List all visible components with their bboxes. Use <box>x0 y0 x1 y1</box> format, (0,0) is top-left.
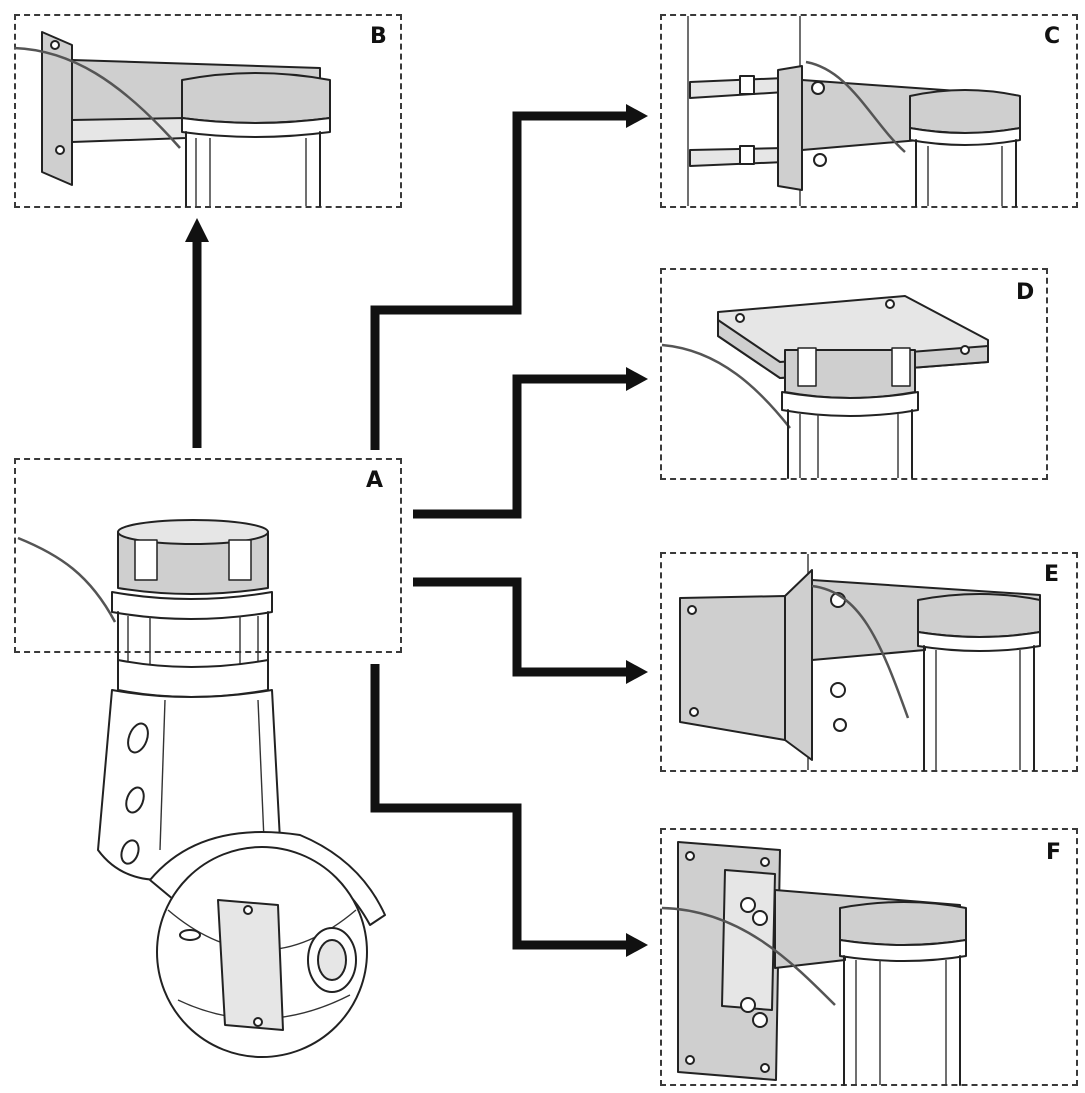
panel-e <box>660 552 1078 772</box>
panel-a <box>14 458 402 653</box>
arrow-to-b <box>185 218 209 448</box>
panel-c <box>660 14 1078 208</box>
pole-strap-bracket-drawing <box>687 16 1021 207</box>
plate-bracket-drawing <box>661 841 967 1086</box>
panel-label-a: A <box>366 468 384 493</box>
panel-d <box>660 268 1048 480</box>
arrow-to-d <box>413 367 648 519</box>
panel-label-d: D <box>1016 280 1035 305</box>
wall-bracket-drawing <box>13 31 331 207</box>
panel-label-b: B <box>370 24 387 49</box>
panel-f <box>660 828 1078 1086</box>
corner-bracket-drawing <box>679 554 1041 771</box>
panel-b <box>14 14 402 208</box>
panel-label-c: C <box>1044 24 1061 49</box>
arrow-to-c <box>370 104 648 450</box>
panel-label-f: F <box>1046 840 1062 865</box>
ptz-camera-drawing <box>17 519 386 1058</box>
panel-label-e: E <box>1044 562 1060 587</box>
arrow-to-f <box>370 664 648 957</box>
ceiling-plate-drawing <box>661 295 989 479</box>
arrow-to-e <box>413 577 648 684</box>
